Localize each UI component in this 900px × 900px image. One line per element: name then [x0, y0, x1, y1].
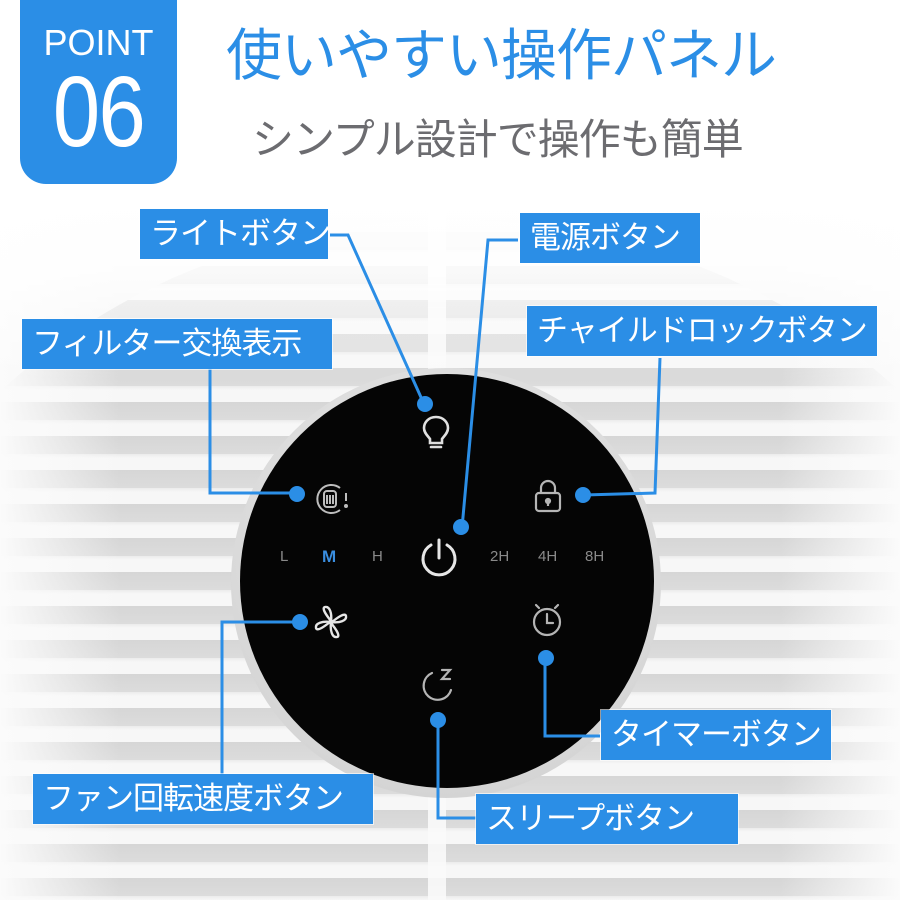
callout-fan-speed-button: ファン回転速度ボタン [33, 774, 373, 824]
timer-8h-label: 8H [585, 548, 605, 565]
callout-sleep-button: スリープボタン [476, 794, 738, 844]
callout-filter-indicator: フィルター交換表示 [22, 319, 332, 369]
page-subtitle: シンプル設計で操作も簡単 [252, 115, 744, 164]
timer-4h-label: 4H [538, 548, 558, 565]
speed-high-label: H [372, 548, 383, 565]
point-badge: POINT 06 [20, 0, 177, 184]
callout-light-button: ライトボタン [140, 209, 331, 259]
light-bulb-icon[interactable] [421, 414, 451, 452]
lock-icon[interactable] [532, 478, 564, 514]
page-title: 使いやすい操作パネル [226, 24, 777, 89]
speed-low-label: L [280, 548, 289, 565]
callout-power-button: 電源ボタン [520, 213, 700, 263]
badge-label: POINT [43, 22, 154, 63]
power-icon[interactable] [418, 536, 460, 578]
timer-2h-label: 2H [490, 548, 510, 565]
badge-number: 06 [52, 56, 146, 168]
sleep-icon[interactable] [418, 664, 458, 704]
alarm-clock-icon[interactable] [530, 600, 564, 638]
callout-child-lock-button: チャイルドロックボタン [527, 306, 877, 356]
callout-timer-button: タイマーボタン [601, 710, 831, 760]
filter-replace-icon [314, 482, 352, 516]
fan-icon[interactable] [313, 604, 349, 640]
speed-medium-label: M [322, 547, 337, 566]
